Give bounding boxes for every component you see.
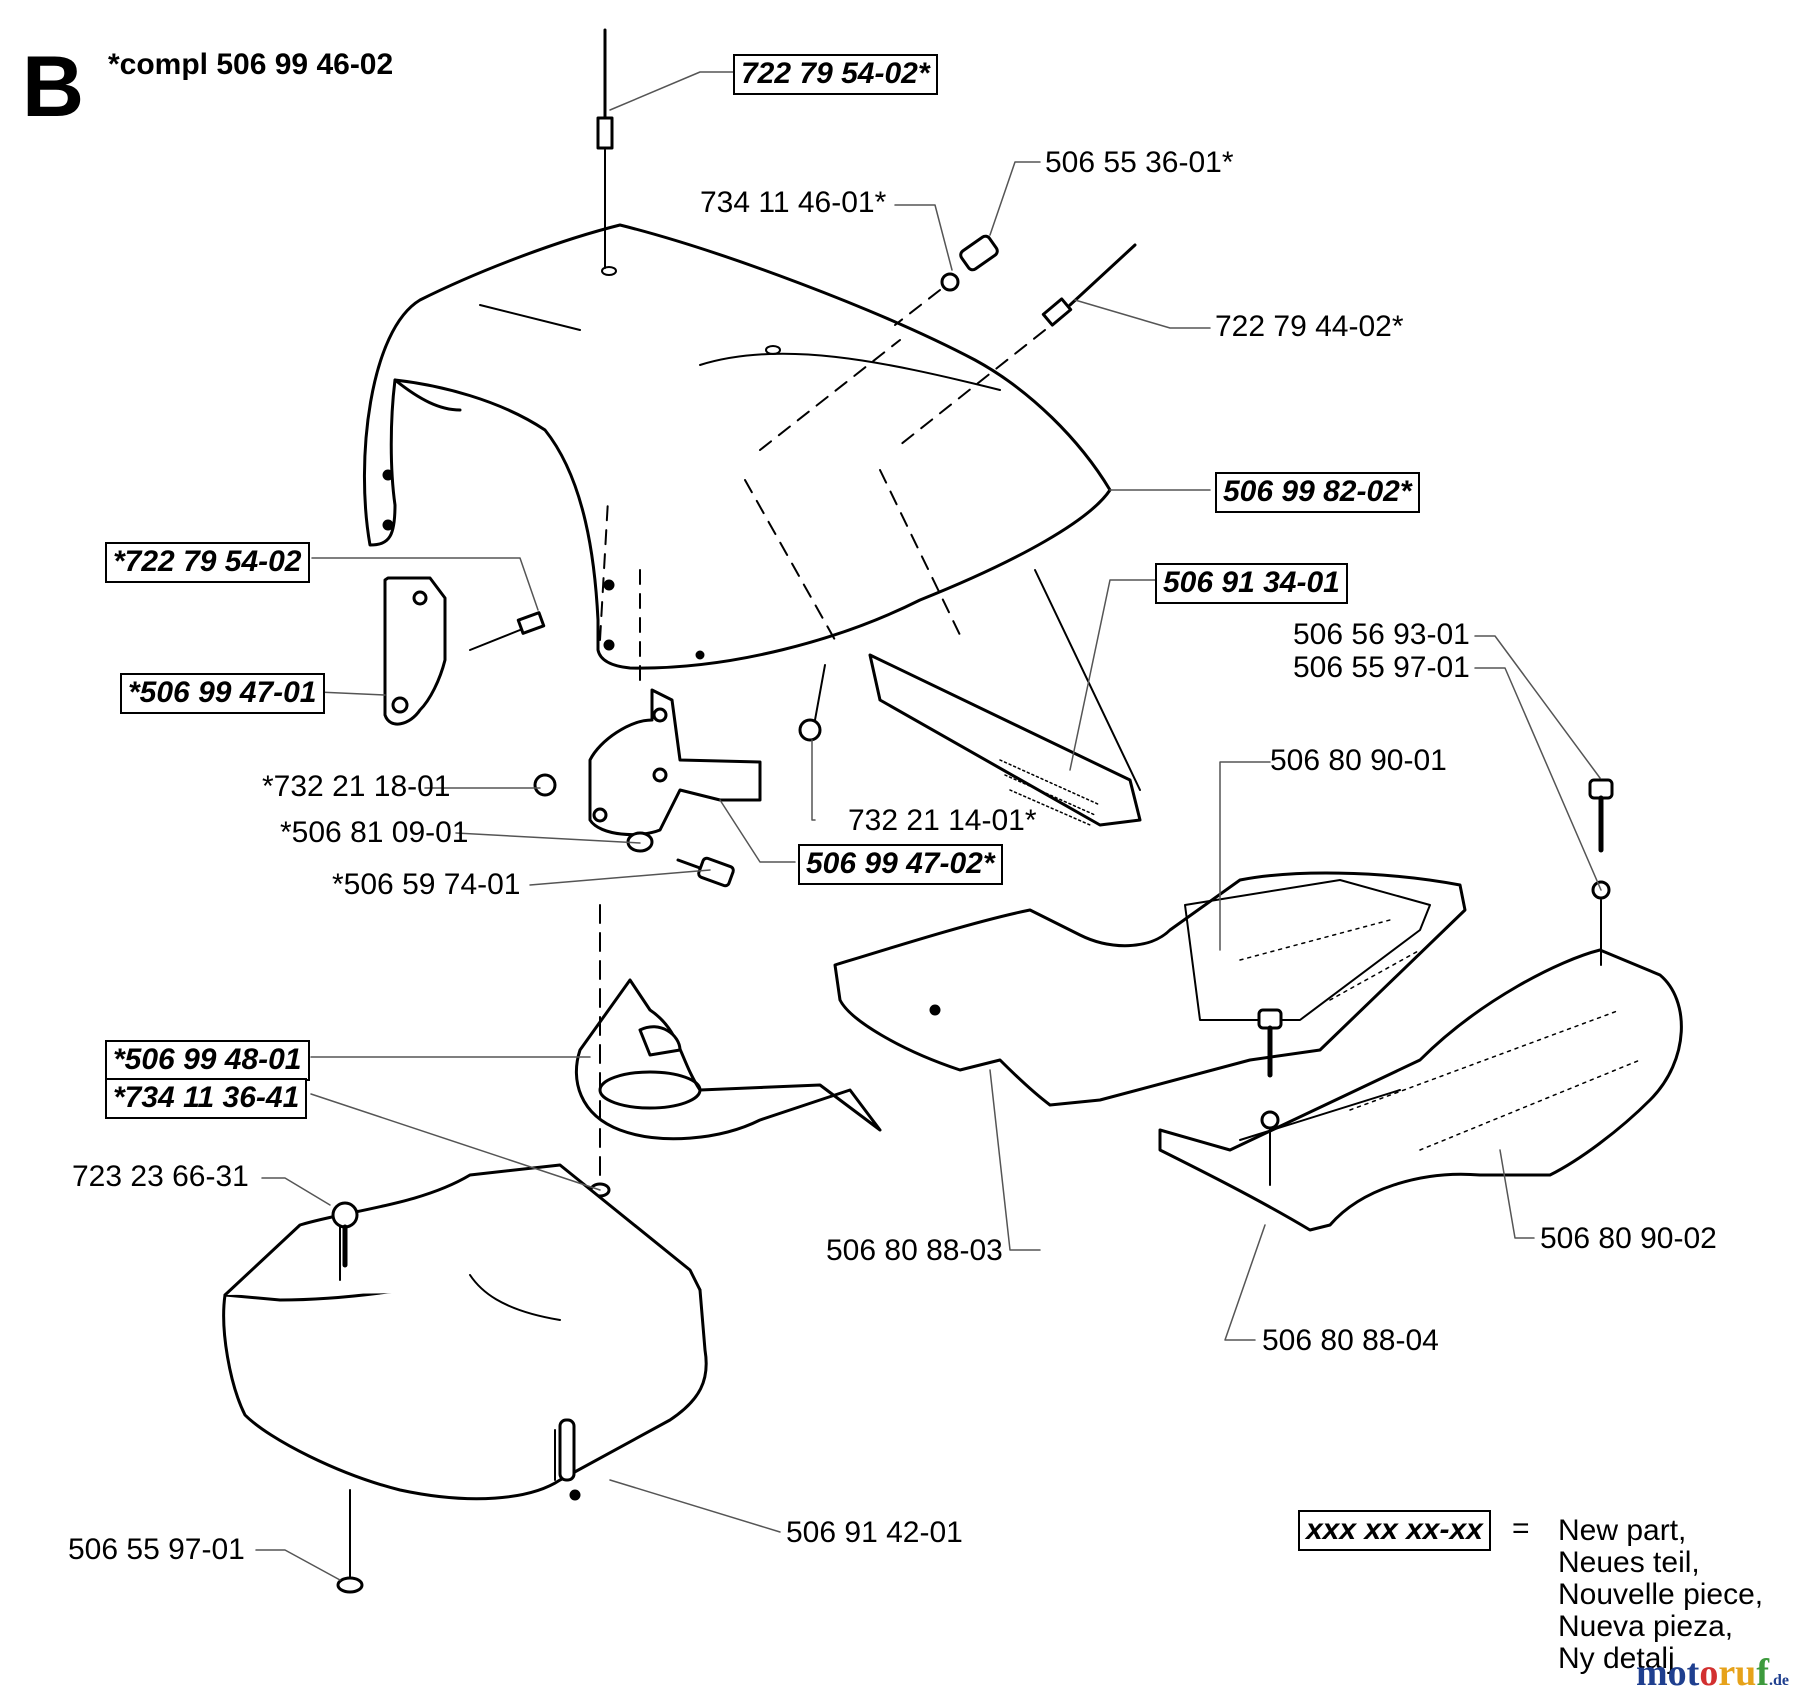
- part-label-723-23-66-31: 723 23 66-31: [72, 1160, 249, 1193]
- part-label-734-11-46-01: 734 11 46-01*: [700, 186, 887, 219]
- lamp-holder-part: [574, 904, 882, 1201]
- floor-mat-left-part: [833, 871, 1467, 1107]
- part-label-506-56-93-01: 506 56 93-01: [1293, 618, 1470, 651]
- right-pin-part: [899, 243, 1137, 446]
- legend-text-es: Nueva pieza,: [1558, 1610, 1734, 1643]
- part-label-506-99-47-01: *506 99 47-01: [120, 673, 325, 714]
- left-bracket-part: [383, 576, 447, 726]
- part-label-722-79-54-02-left: *722 79 54-02: [105, 542, 310, 583]
- part-label-506-55-97-01-right: 506 55 97-01: [1293, 651, 1470, 684]
- part-label-506-59-74-01: *506 59 74-01: [332, 868, 521, 901]
- part-label-734-11-36-41: *734 11 36-41: [105, 1078, 308, 1119]
- legend-text-sv: Ny detalj: [1558, 1642, 1675, 1675]
- grille-panel-part: [868, 569, 1142, 827]
- part-label-506-99-82-02: 506 99 82-02*: [1215, 472, 1420, 513]
- part-label-722-79-44-02: 722 79 44-02*: [1215, 310, 1404, 343]
- legend-new-part-sample: xxx xx xx-xx: [1298, 1510, 1491, 1551]
- watermark-part: mot: [1636, 1652, 1700, 1694]
- part-label-506-55-36-01: 506 55 36-01*: [1045, 146, 1234, 179]
- legend-text-fr: Nouvelle piece,: [1558, 1578, 1764, 1611]
- battery-cover-part: [222, 1163, 708, 1594]
- complete-assembly-label: *compl 506 99 46-02: [108, 48, 394, 81]
- part-label-732-21-18-01: *732 21 18-01: [262, 770, 451, 803]
- part-label-506-99-47-02: 506 99 47-02*: [798, 844, 1003, 885]
- watermark-part: .de: [1768, 1672, 1789, 1689]
- watermark-part: o: [1699, 1652, 1719, 1694]
- part-label-506-80-90-02: 506 80 90-02: [1540, 1222, 1717, 1255]
- part-label-506-80-90-01: 506 80 90-01: [1270, 744, 1447, 777]
- top-pin-part: [596, 28, 614, 269]
- watermark-part: ru: [1718, 1652, 1757, 1694]
- section-letter: B: [22, 39, 85, 135]
- part-label-506-91-42-01: 506 91 42-01: [786, 1516, 963, 1549]
- floor-mat-right-part: [1158, 948, 1683, 1232]
- part-label-506-80-88-04: 506 80 88-04: [1262, 1324, 1439, 1357]
- fastener-stack-part: [533, 664, 826, 888]
- part-label-506-81-09-01: *506 81 09-01: [280, 816, 469, 849]
- watermark-part: f: [1756, 1652, 1769, 1694]
- legend-equals: =: [1512, 1512, 1530, 1545]
- part-label-506-80-88-03: 506 80 88-03: [826, 1234, 1003, 1267]
- legend-text-de: Neues teil,: [1558, 1546, 1700, 1579]
- left-pin-part: [469, 611, 546, 651]
- screw-right-part: [1588, 778, 1614, 966]
- part-label-722-79-54-02: 722 79 54-02*: [733, 54, 938, 95]
- part-label-506-55-97-01-left: 506 55 97-01: [68, 1533, 245, 1566]
- part-label-506-99-48-01: *506 99 48-01: [105, 1040, 310, 1081]
- leader-lines: [255, 71, 1602, 1581]
- part-label-732-21-14-01: 732 21 14-01*: [848, 804, 1037, 837]
- lower-bracket-part: [588, 569, 762, 837]
- legend-text-en: New part,: [1558, 1514, 1687, 1547]
- screw-middle-part: [1257, 1008, 1283, 1186]
- connector-part: [894, 234, 999, 326]
- watermark-logo: motoruf.de: [1636, 1654, 1789, 1692]
- part-label-506-91-34-01: 506 91 34-01: [1155, 563, 1348, 604]
- hood-cover: [362, 223, 1112, 670]
